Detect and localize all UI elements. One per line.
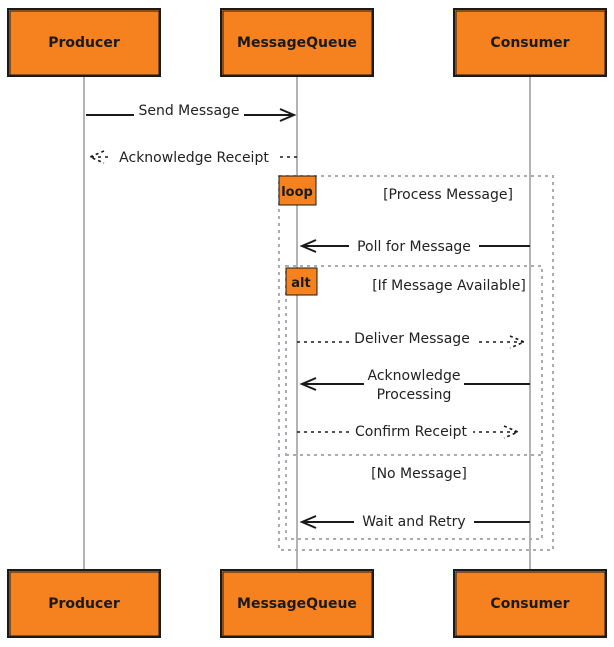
participant-label: Consumer (490, 35, 569, 51)
loop-tag (278, 175, 317, 206)
participant-label: Producer (48, 596, 120, 612)
participant-producer-top[interactable]: Producer (7, 8, 161, 77)
message-label-line-1: Acknowledge (368, 368, 461, 384)
message-poll: Poll for Message (299, 237, 530, 255)
message-label: Confirm Receipt (355, 424, 467, 440)
participant-producer-bottom[interactable]: Producer (7, 569, 161, 638)
message-retry: Wait and Retry (299, 513, 530, 530)
else-guard: [No Message] (371, 466, 467, 482)
alt-tag (285, 267, 318, 296)
message-ack-receipt: Acknowledge Receipt (87, 146, 297, 166)
alt-guard: [If Message Available] (372, 278, 526, 294)
message-label: Send Message (138, 103, 239, 119)
participant-label: Consumer (490, 596, 569, 612)
message-label: Poll for Message (357, 239, 471, 255)
message-confirm: Confirm Receipt (297, 423, 521, 440)
message-deliver: Deliver Message (297, 331, 527, 349)
loop-guard: [Process Message] (383, 187, 513, 203)
participant-consumer-bottom[interactable]: Consumer (453, 569, 607, 638)
alt-fragment: alt [If Message Available] [No Message] (285, 265, 543, 540)
alt-tag-label: alt (291, 276, 310, 291)
loop-fragment: loop [Process Message] (278, 175, 554, 551)
message-label: Acknowledge Receipt (119, 150, 269, 166)
participant-label: MessageQueue (237, 35, 357, 51)
message-ack-processing: Acknowledge Processing (299, 367, 530, 403)
participant-queue-bottom[interactable]: MessageQueue (220, 569, 374, 638)
message-label-line-2: Processing (377, 387, 452, 403)
participant-queue-top[interactable]: MessageQueue (220, 8, 374, 77)
participant-label: Producer (48, 35, 120, 51)
loop-tag-label: loop (281, 185, 313, 200)
message-label: Deliver Message (354, 331, 470, 347)
message-label: Wait and Retry (362, 514, 465, 530)
message-send: Send Message (86, 103, 297, 122)
participant-consumer-top[interactable]: Consumer (453, 8, 607, 77)
participant-label: MessageQueue (237, 596, 357, 612)
